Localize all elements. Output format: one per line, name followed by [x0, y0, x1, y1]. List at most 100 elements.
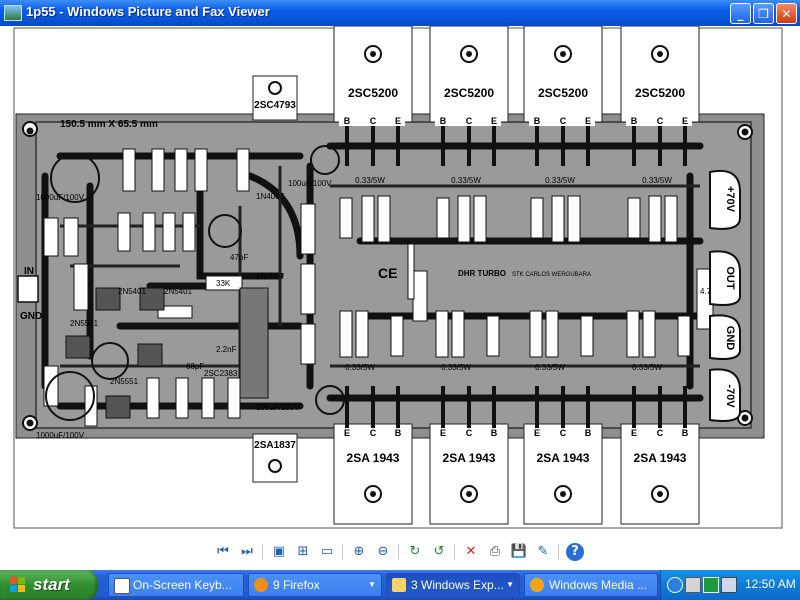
restore-button[interactable]: ❐: [753, 3, 774, 24]
close-button[interactable]: ✕: [776, 3, 797, 24]
svg-text:2SC2383: 2SC2383: [204, 369, 238, 378]
pin-label: C: [657, 116, 664, 126]
minimize-button[interactable]: _: [730, 3, 751, 24]
taskbar-item-windows-media-player[interactable]: Windows Media ...: [524, 573, 658, 597]
svg-text:2N5401: 2N5401: [118, 287, 147, 296]
taskbar-item-windows-explorer[interactable]: 3 Windows Exp... ▼: [386, 573, 520, 597]
zoom-out-icon[interactable]: ⊖: [377, 544, 389, 559]
svg-text:100uF/100V: 100uF/100V: [288, 179, 332, 188]
start-label: start: [33, 575, 70, 594]
help-icon[interactable]: [703, 577, 719, 593]
toolbar-separator: [262, 544, 263, 560]
next-image-icon[interactable]: ⏭: [241, 544, 253, 559]
pin-label: C: [560, 116, 567, 126]
show-hidden-icons-icon[interactable]: [667, 577, 683, 593]
small-components: [43, 148, 714, 427]
toolbar-separator: [398, 544, 399, 560]
svg-text:33K: 33K: [216, 279, 231, 288]
rotate-clockwise-icon[interactable]: ↻: [409, 544, 421, 559]
taskbar-item-label: On-Screen Keyb...: [133, 578, 232, 592]
system-tray: 12:50 AM: [660, 570, 800, 600]
pin-label: E: [585, 116, 591, 126]
pin-label: B: [491, 428, 498, 438]
transistor-label: 2SA 1943: [634, 451, 687, 465]
svg-text:1000uF/100V: 1000uF/100V: [36, 431, 85, 440]
pin-label: E: [682, 116, 688, 126]
chevron-down-icon: ▼: [506, 580, 514, 589]
svg-text:2N5401: 2N5401: [164, 287, 193, 296]
toolbar-separator: [454, 544, 455, 560]
keyboard-icon: [114, 578, 130, 594]
electrolytic-caps: [45, 145, 345, 421]
emitter-resistors: [339, 195, 691, 358]
credit-label: STK CARLOS WERGUBARA: [512, 272, 591, 278]
svg-text:0.33/5W: 0.33/5W: [535, 363, 565, 372]
transistor-label: 2SC5200: [538, 86, 588, 100]
svg-text:0.33/5W: 0.33/5W: [545, 176, 575, 185]
actual-size-icon[interactable]: ⊞: [297, 544, 309, 559]
best-fit-icon[interactable]: ▣: [272, 544, 286, 559]
pin-label: B: [631, 116, 638, 126]
svg-text:2N5551: 2N5551: [110, 377, 139, 386]
media-player-icon: [530, 578, 544, 592]
taskbar-item-label: Windows Media ...: [549, 578, 648, 592]
terminal-label: -70V: [724, 384, 736, 408]
print-icon[interactable]: ⎙: [489, 544, 501, 559]
pin-label: B: [585, 428, 592, 438]
transistor-label: 2SC5200: [348, 86, 398, 100]
zoom-in-icon[interactable]: ⊕: [353, 544, 365, 559]
network-icon[interactable]: [685, 577, 701, 593]
viewer-toolbar: ⏮ ⏭ ▣ ⊞ ▭ ⊕ ⊖ ↻ ↺ ✕ ⎙ 💾 ✎ ?: [0, 540, 800, 566]
svg-text:100uF/100V: 100uF/100V: [256, 403, 300, 412]
terminal-label: GND: [724, 326, 736, 351]
transistor-label: 2SA 1943: [537, 451, 590, 465]
pin-label: B: [682, 428, 689, 438]
ce-mark: CE: [378, 265, 397, 281]
pin-label: B: [344, 116, 351, 126]
board-dimensions: 150.5 mm X 65.5 mm: [60, 119, 158, 130]
edit-icon[interactable]: ✎: [537, 544, 549, 559]
previous-image-icon[interactable]: ⏮: [217, 544, 229, 559]
svg-text:47pF: 47pF: [230, 253, 248, 262]
taskbar-item-firefox[interactable]: 9 Firefox ▼: [248, 573, 382, 597]
cap-labels: 1000uF/100V 100uF/100V 47pF 68pF 2.2nF 1…: [36, 179, 726, 440]
window-title: 1p55 - Windows Picture and Fax Viewer: [26, 4, 270, 19]
pin-label: B: [395, 428, 402, 438]
pin-label: B: [440, 116, 447, 126]
svg-text:0.33/5W: 0.33/5W: [451, 176, 481, 185]
terminal-label: OUT: [724, 266, 736, 290]
pin-label: C: [370, 428, 377, 438]
taskbar-item-label: 9 Firefox: [273, 578, 320, 592]
transistor-label: 2SC5200: [444, 86, 494, 100]
pin-label: E: [631, 428, 637, 438]
help-icon[interactable]: ?: [566, 543, 584, 561]
picture-viewer-icon: [4, 5, 22, 21]
svg-text:2.2nF: 2.2nF: [216, 345, 237, 354]
delete-icon[interactable]: ✕: [465, 544, 477, 559]
clock[interactable]: 12:50 AM: [745, 577, 796, 591]
svg-text:0.33/5W: 0.33/5W: [345, 363, 375, 372]
transistors-small: [65, 287, 269, 419]
terminals-left: IN GND: [17, 266, 42, 322]
svg-text:0.33/5W: 0.33/5W: [355, 176, 385, 185]
taskbar: start On-Screen Keyb... 9 Firefox ▼ 3 Wi…: [0, 570, 800, 600]
chevron-down-icon: ▼: [368, 580, 376, 589]
display-icon[interactable]: [721, 577, 737, 593]
driver-transistors: 2SC4793 2SA1837: [252, 75, 298, 483]
rotate-counterclockwise-icon[interactable]: ↺: [433, 544, 445, 559]
firefox-icon: [254, 578, 268, 592]
transistor-label: 2SC5200: [635, 86, 685, 100]
svg-text:1000uF/100V: 1000uF/100V: [36, 193, 85, 202]
pin-label: E: [344, 428, 350, 438]
start-button[interactable]: start: [0, 570, 98, 600]
slideshow-icon[interactable]: ▭: [320, 544, 334, 559]
transistor-label: 2SA 1943: [347, 451, 400, 465]
taskbar-item-on-screen-keyboard[interactable]: On-Screen Keyb...: [108, 573, 244, 597]
svg-text:1N4007: 1N4007: [256, 272, 285, 281]
pin-label: C: [466, 428, 473, 438]
save-icon[interactable]: 💾: [510, 544, 528, 559]
